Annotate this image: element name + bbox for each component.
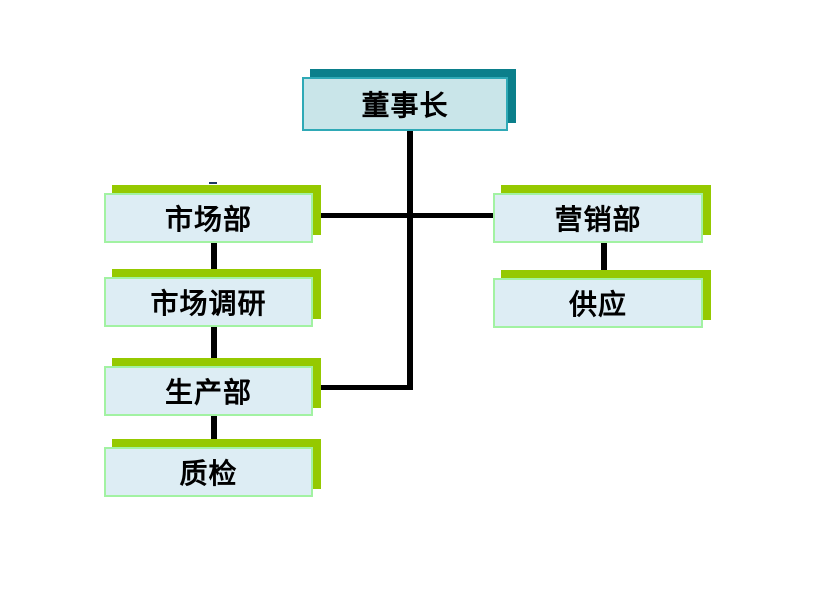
org-node-research: 市场调研 xyxy=(104,269,321,327)
node-box: 供应 xyxy=(493,278,703,328)
node-box: 营销部 xyxy=(493,193,703,243)
connector-chairman-trunk xyxy=(407,131,413,390)
org-node-label: 市场调研 xyxy=(150,288,267,319)
connector-sales-supply xyxy=(601,242,607,271)
org-node-label: 董事长 xyxy=(361,90,449,121)
node-box: 市场调研 xyxy=(104,277,313,327)
org-node-label: 市场部 xyxy=(164,204,252,235)
org-node-supply: 供应 xyxy=(493,270,711,328)
connector-trunk-production xyxy=(321,385,413,390)
connector-production-quality xyxy=(211,415,217,440)
org-node-chairman: 董事长 xyxy=(302,69,516,131)
org-node-label: 生产部 xyxy=(164,377,252,408)
org-node-production: 生产部 xyxy=(104,358,321,416)
node-box: 董事长 xyxy=(302,77,508,131)
node-box: 生产部 xyxy=(104,366,313,416)
connector-marketing-research xyxy=(211,242,217,270)
org-node-quality: 质检 xyxy=(104,439,321,497)
org-node-label: 质检 xyxy=(179,458,238,489)
org-node-sales: 营销部 xyxy=(493,185,711,243)
org-node-label: 营销部 xyxy=(554,204,642,235)
connector-marketing-sales xyxy=(321,213,493,218)
stray-dash-mark xyxy=(209,182,217,184)
org-node-marketing: 市场部 xyxy=(104,185,321,243)
connector-research-production xyxy=(211,326,217,359)
node-box: 市场部 xyxy=(104,193,313,243)
node-box: 质检 xyxy=(104,447,313,497)
org-node-label: 供应 xyxy=(568,289,627,320)
